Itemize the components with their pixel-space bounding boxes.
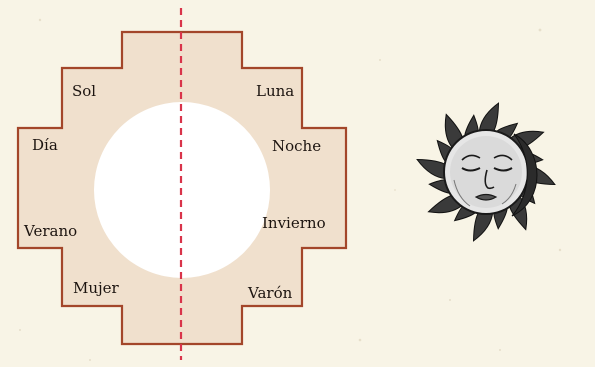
sun-ray [417,160,447,179]
sun-moon-face-icon [417,103,555,241]
label-varon: Varón [247,284,293,302]
label-noche: Noche [272,137,321,155]
label-dia: Día [32,136,58,154]
label-mujer: Mujer [73,279,120,297]
sun-ray [474,211,493,241]
label-verano: Verano [23,222,77,240]
label-invierno: Invierno [262,214,326,232]
label-sol: Sol [72,82,96,100]
sun-ray [479,103,498,133]
label-luna: Luna [256,82,294,100]
